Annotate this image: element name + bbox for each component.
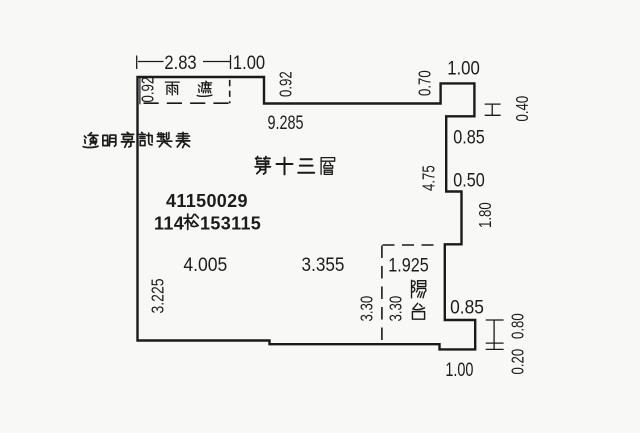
svg-text:0.50: 0.50 [453,169,485,191]
svg-text:41150029: 41150029 [166,191,248,211]
svg-text:1.925: 1.925 [388,254,429,276]
svg-text:1.00: 1.00 [445,358,473,381]
svg-text:0.80: 0.80 [509,313,528,339]
svg-text:4.75: 4.75 [420,165,439,191]
svg-text:3.225: 3.225 [149,278,168,313]
svg-text:3.30: 3.30 [387,295,406,321]
svg-text:1.80: 1.80 [476,202,495,228]
svg-text:0.85: 0.85 [450,296,484,318]
svg-text:0.85: 0.85 [453,126,485,148]
svg-text:0.92: 0.92 [277,71,296,97]
svg-text:3.30: 3.30 [358,295,377,321]
svg-text:153115: 153115 [200,214,261,234]
svg-text:0.92: 0.92 [139,77,158,103]
svg-text:4.005: 4.005 [183,253,227,275]
svg-text:2.83: 2.83 [164,52,196,74]
svg-text:0.40: 0.40 [513,95,532,121]
svg-text:3.355: 3.355 [302,253,345,275]
svg-text:0.70: 0.70 [416,70,435,96]
svg-text:0.20: 0.20 [509,348,528,374]
svg-text:1.00: 1.00 [233,52,265,74]
svg-text:1.00: 1.00 [447,57,480,78]
svg-text:114: 114 [154,214,184,234]
svg-text:9.285: 9.285 [267,111,303,134]
